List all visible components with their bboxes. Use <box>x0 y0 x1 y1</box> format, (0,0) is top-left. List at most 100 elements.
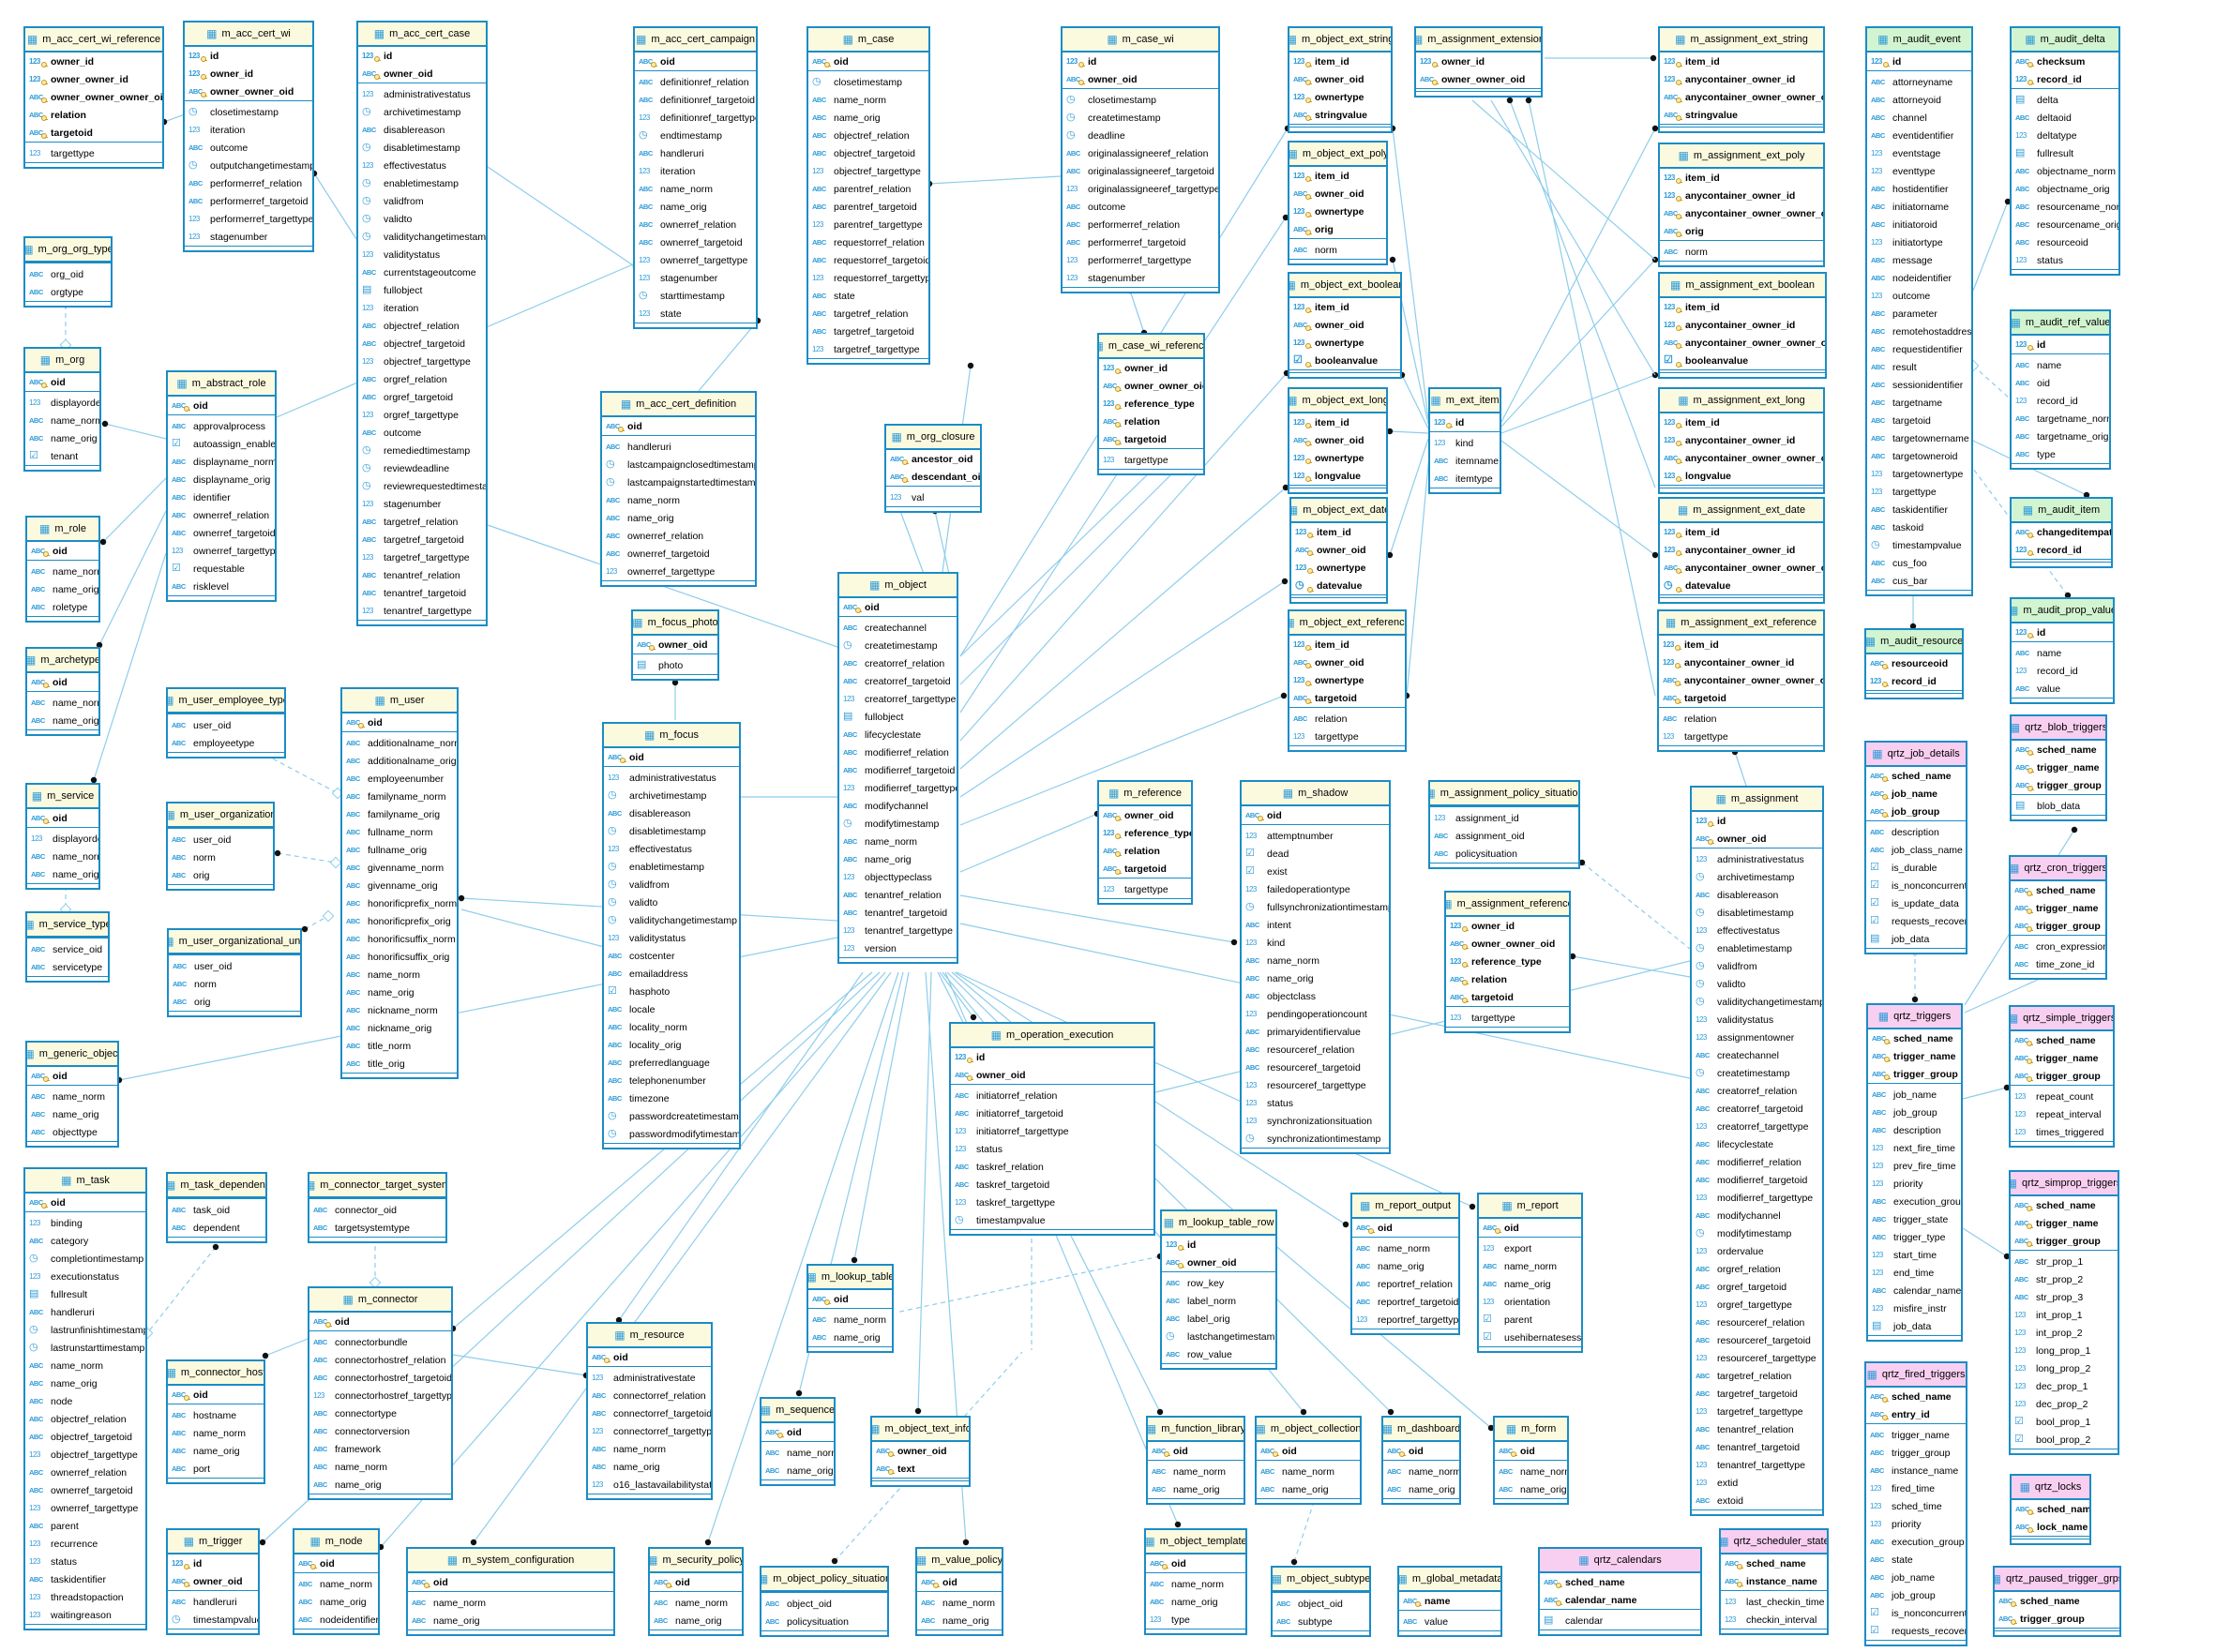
column-validto[interactable]: ◷validto <box>1692 975 1822 993</box>
table-header[interactable]: ▦m_abstract_role <box>168 372 275 397</box>
table-qrtz_paused_trigger_grps[interactable]: ▦qrtz_paused_trigger_grpsABCsched_nameAB… <box>1993 1566 2121 1637</box>
table-header[interactable]: ▦m_audit_item <box>2012 499 2111 523</box>
table-header[interactable]: ▦m_user_organizational_unit <box>169 930 300 954</box>
table-m_dashboard[interactable]: ▦m_dashboardABCoidABCname_normABCname_or… <box>1381 1416 1461 1505</box>
table-m_object_policy_situation[interactable]: ▦m_object_policy_situationABCobject_oidA… <box>760 1566 889 1637</box>
table-m_object_ext_boolean[interactable]: ▦m_object_ext_boolean123item_idABCowner_… <box>1288 272 1402 379</box>
column-is_nonconcurrent[interactable]: ☑is_nonconcurrent <box>1866 1604 1966 1622</box>
table-header[interactable]: ▦m_object_ext_date <box>1291 499 1386 523</box>
table-header[interactable]: ▦m_assignment_ext_poly <box>1660 144 1823 169</box>
table-m_connector_host[interactable]: ▦m_connector_hostABCoidABChostnameABCnam… <box>166 1359 265 1484</box>
table-header[interactable]: ▦m_audit_delta <box>2012 28 2118 53</box>
column-starttimestamp[interactable]: ◷starttimestamp <box>635 287 756 305</box>
column-blob_data[interactable]: ▤blob_data <box>2012 797 2105 815</box>
pk-column-datevalue[interactable]: ◷datevalue <box>1660 577 1823 594</box>
table-header[interactable]: ▦qrtz_calendars <box>1540 1549 1700 1573</box>
column-timestampvalue[interactable]: ◷timestampvalue <box>951 1211 1153 1229</box>
table-m_object_template[interactable]: ▦m_object_templateABCoidABCname_normABCn… <box>1144 1528 1247 1635</box>
table-header[interactable]: ▦qrtz_cron_triggers <box>2011 857 2105 881</box>
table-header[interactable]: ▦qrtz_blob_triggers <box>2012 716 2105 741</box>
table-header[interactable]: ▦m_user <box>342 689 457 713</box>
column-photo[interactable]: ▤photo <box>633 656 717 674</box>
table-m_role[interactable]: ▦m_roleABCoidABCname_normABCname_origABC… <box>25 516 100 623</box>
column-job_data[interactable]: ▤job_data <box>1866 930 1966 948</box>
table-header[interactable]: ▦m_archetype <box>27 649 98 673</box>
column-outputchangetimestamp[interactable]: ◷outputchangetimestamp <box>185 157 312 174</box>
